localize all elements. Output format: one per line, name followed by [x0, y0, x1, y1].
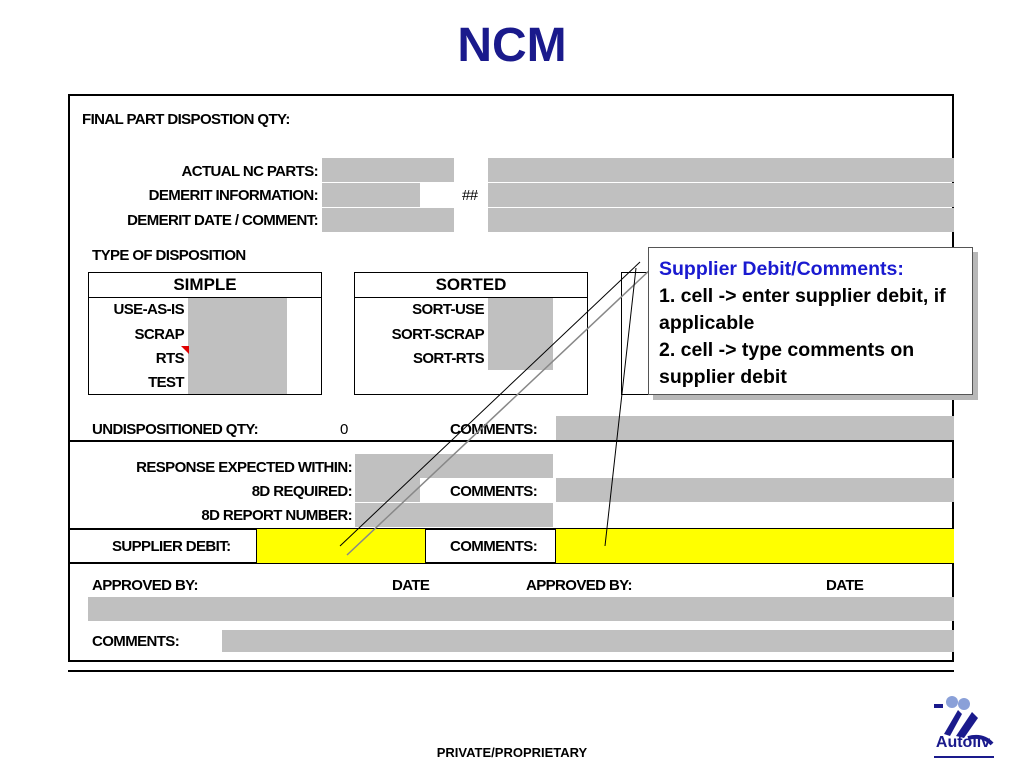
divider — [68, 440, 954, 442]
approved-by-label-1: APPROVED BY: — [92, 577, 198, 594]
undispositioned-comments-input[interactable] — [556, 416, 954, 440]
8d-report-number-label: 8D REPORT NUMBER: — [201, 507, 352, 524]
simple-item-rts: RTS — [155, 350, 185, 367]
approved-by-label-2: APPROVED BY: — [526, 577, 632, 594]
simple-item-scrap: SCRAP — [134, 326, 184, 343]
logo-underline — [934, 756, 994, 758]
simple-header: SIMPLE — [89, 273, 321, 298]
demerit-date-label: DEMERIT DATE / COMMENT: — [127, 212, 319, 229]
callout-line-3 — [604, 267, 637, 547]
response-expected-label: RESPONSE EXPECTED WITHIN: — [136, 459, 352, 476]
sorted-item-sort-rts: SORT-RTS — [412, 350, 485, 367]
supplier-comments-label: COMMENTS: — [450, 538, 538, 555]
response-expected-input[interactable] — [355, 454, 553, 478]
third-disposition-box — [621, 272, 671, 395]
footer-text: PRIVATE/PROPRIETARY — [436, 745, 588, 760]
8d-comments-input[interactable] — [556, 478, 954, 502]
sorted-header: SORTED — [355, 273, 587, 298]
note-line-1: 1. cell -> enter supplier debit, if appl… — [659, 285, 946, 334]
final-comments-input[interactable] — [222, 630, 954, 652]
note-heading: Supplier Debit/Comments: — [659, 258, 904, 280]
demerit-comment-input[interactable] — [488, 208, 954, 232]
demerit-info-label: DEMERIT INFORMATION: — [148, 187, 319, 204]
supplier-debit-label: SUPPLIER DEBIT: — [112, 538, 231, 555]
supplier-comments-input[interactable] — [555, 529, 954, 563]
final-part-disposition-label: FINAL PART DISPOSTION QTY: — [82, 111, 290, 128]
demerit-date-input[interactable] — [322, 208, 454, 232]
demerit-value: ## — [462, 187, 478, 204]
8d-required-label: 8D REQUIRED: — [251, 483, 353, 500]
actual-nc-parts-comment-input[interactable] — [488, 158, 954, 182]
8d-report-number-input[interactable] — [355, 503, 553, 527]
autoliv-logo-text: Autoliv — [935, 734, 991, 751]
undispositioned-qty-value: 0 — [340, 421, 348, 438]
bottom-rule — [68, 670, 954, 672]
sorted-qty-inputs[interactable] — [488, 298, 553, 370]
undispositioned-qty-label: UNDISPOSITIONED QTY: — [92, 421, 259, 438]
sorted-item-sort-scrap: SORT-SCRAP — [391, 326, 485, 343]
type-of-disposition-label: TYPE OF DISPOSITION — [92, 247, 246, 264]
page-title: NCM — [457, 19, 567, 72]
8d-comments-label: COMMENTS: — [450, 483, 538, 500]
callout-line-2 — [346, 267, 653, 556]
approval-input[interactable] — [88, 597, 954, 621]
date-label-1: DATE — [392, 577, 430, 594]
simple-item-use-as-is: USE-AS-IS — [113, 301, 185, 318]
supplier-debit-input[interactable] — [256, 529, 426, 563]
sorted-disposition-box: SORTED — [354, 272, 588, 395]
actual-nc-parts-input[interactable] — [322, 158, 454, 182]
note-line-2: 2. cell -> type comments on supplier deb… — [659, 339, 915, 388]
callout-line-1 — [339, 261, 641, 547]
demerit-info-comment-input[interactable] — [488, 183, 954, 207]
simple-disposition-box: SIMPLE — [88, 272, 322, 395]
simple-qty-inputs[interactable] — [188, 298, 287, 394]
actual-nc-parts-label: ACTUAL NC PARTS: — [181, 163, 318, 180]
supplier-debit-note: Supplier Debit/Comments: 1. cell -> ente… — [648, 247, 973, 395]
simple-item-test: TEST — [148, 374, 185, 391]
comment-marker-icon — [181, 346, 189, 354]
sorted-item-sort-use: SORT-USE — [412, 301, 484, 318]
date-label-2: DATE — [826, 577, 864, 594]
8d-required-input[interactable] — [355, 478, 420, 502]
undispositioned-comments-label: COMMENTS: — [450, 421, 538, 438]
demerit-info-input[interactable] — [322, 183, 420, 207]
autoliv-logo-icon — [934, 696, 994, 746]
final-comments-label: COMMENTS: — [92, 633, 180, 650]
